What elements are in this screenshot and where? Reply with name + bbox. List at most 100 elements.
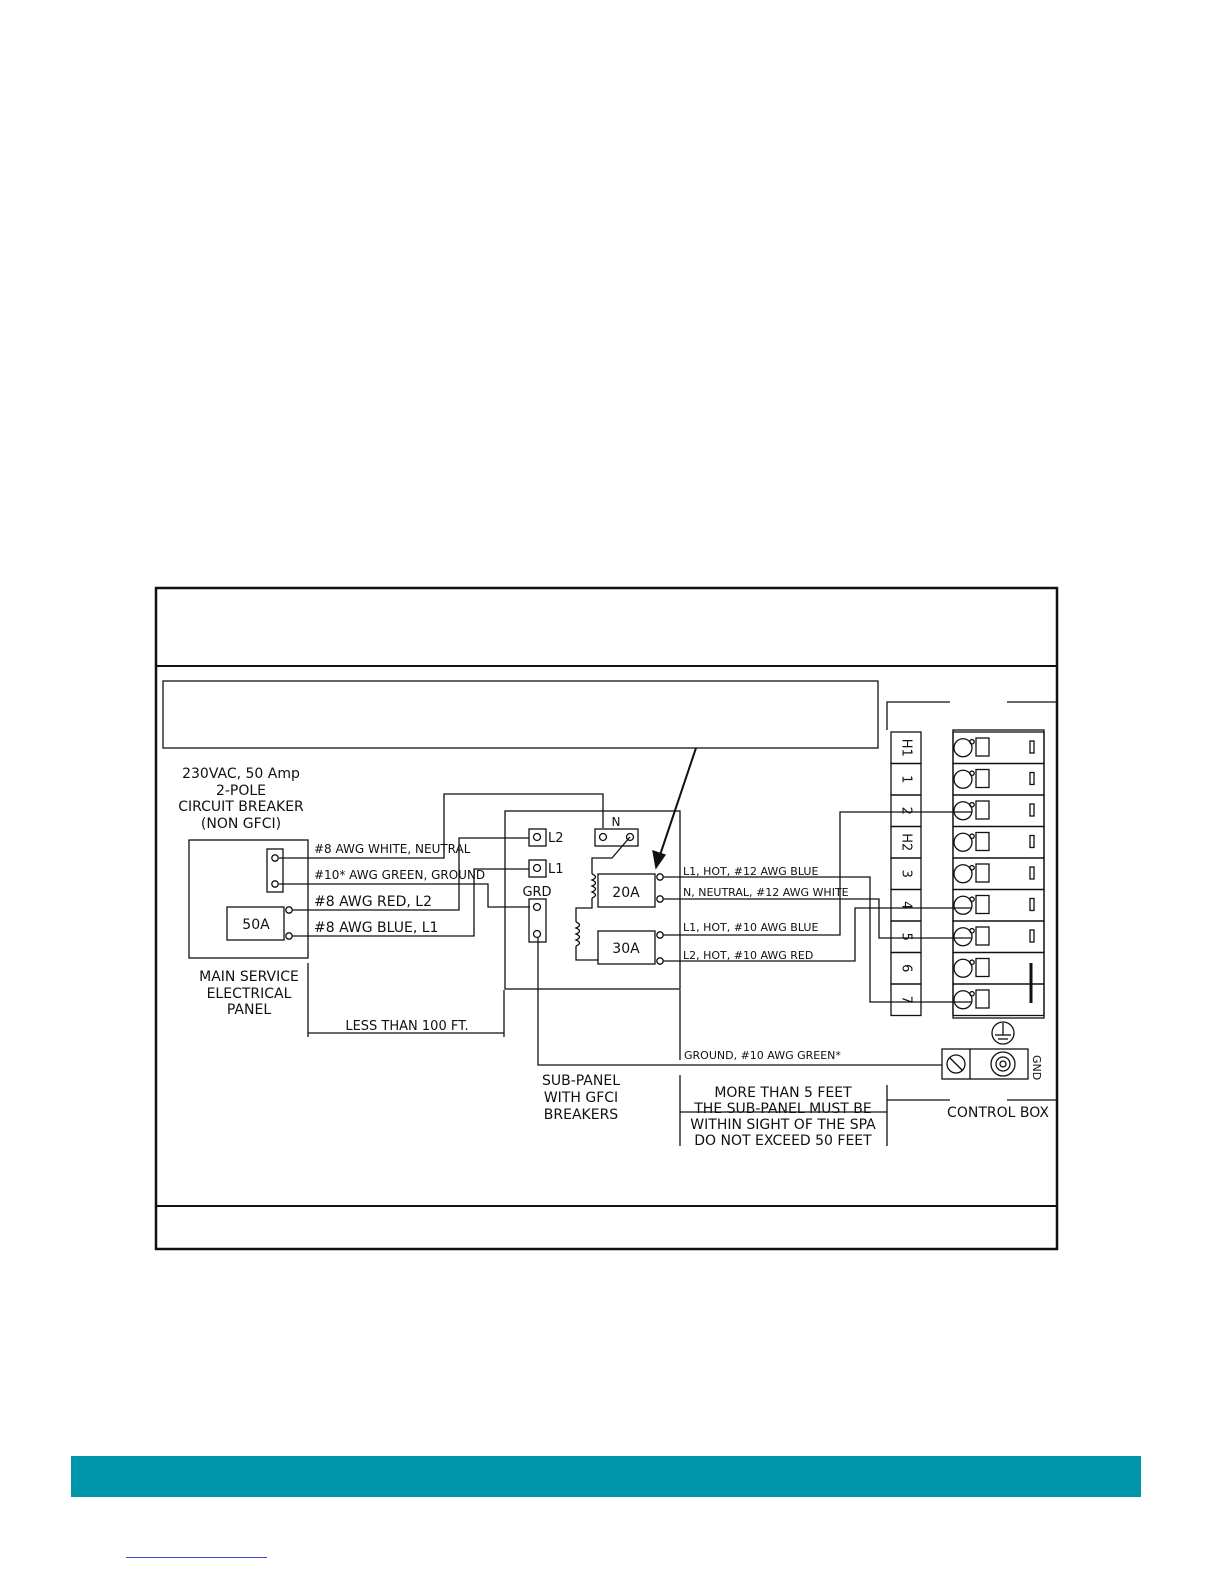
neutral-screw [625, 832, 635, 842]
main-breaker-label: 50A [242, 917, 270, 933]
note-line3: WITHIN SIGHT OF THE SPA [690, 1117, 876, 1133]
sub-panel-caption-line3: BREAKERS [544, 1107, 619, 1123]
relay-terminal-dot [969, 738, 975, 745]
terminal-block-label: 5 [899, 933, 914, 941]
control-box-label: CONTROL BOX [947, 1105, 1049, 1121]
sub-panel: L2 L1 GRD N 20A 30A SUB-PANEL WITH GFCI … [504, 810, 681, 1123]
relay-slot [1029, 834, 1035, 849]
breaker-screw [656, 873, 664, 881]
callout-arrow [658, 747, 697, 859]
breaker-screw [656, 957, 664, 965]
breaker-30a-box [597, 930, 656, 965]
bus-screw [271, 880, 279, 888]
breaker-screw [285, 932, 293, 940]
wire-l2-10awg-label: L2, HOT, #10 AWG RED [683, 949, 813, 962]
relay-terminal-dot [969, 990, 975, 997]
ground-lug-box [941, 1048, 1029, 1080]
distance-label: LESS THAN 100 FT. [345, 1019, 468, 1034]
relay-terminal-ring [953, 801, 973, 821]
relay-terminal-ring [953, 769, 973, 789]
breaker-20a-label: 20A [612, 885, 640, 901]
neutral-screw [598, 832, 608, 842]
relay-slot [1029, 929, 1035, 943]
relay-terminal-ring [953, 895, 973, 915]
neutral-ground-bus [266, 848, 284, 893]
breaker-30a-label: 30A [612, 941, 640, 957]
relay-terminal-dot [969, 801, 975, 808]
diagram-frame [154, 586, 1059, 1251]
l1-feed-wire [292, 868, 529, 937]
wire-l1-10awg [663, 811, 972, 936]
neutral-feed-label: #8 AWG WHITE, NEUTRAL [314, 842, 471, 856]
main-panel-box [188, 839, 309, 959]
terminal-screw [532, 832, 542, 842]
main-panel-caption-line1: MAIN SERVICE [199, 969, 299, 985]
bus-screw [271, 854, 279, 862]
terminal-block-label: 3 [899, 870, 914, 878]
terminal-block-label: 2 [899, 807, 914, 815]
breaker-20a-box [597, 873, 656, 908]
relay-slot [1029, 740, 1035, 754]
l2-feed-wire [292, 837, 529, 911]
terminal-n-label: N [612, 815, 621, 829]
output-wires: L1, HOT, #12 AWG BLUE N, NEUTRAL, #12 AW… [537, 811, 972, 1066]
ground-lug-ring [990, 1051, 1016, 1077]
neutral-feed-wire [279, 793, 604, 859]
main-panel-spec-line4: (NON GFCI) [201, 816, 281, 832]
main-panel-spec-line1: 230VAC, 50 Amp [182, 766, 300, 782]
wire-l1-10awg-label: L1, HOT, #10 AWG BLUE [683, 921, 818, 934]
wire-l1-12awg-label: L1, HOT, #12 AWG BLUE [683, 865, 818, 878]
footer-bar [71, 1456, 1141, 1497]
relay-slot [1029, 771, 1035, 786]
relay-terminal-dot [969, 864, 975, 871]
feed-wires: #8 AWG WHITE, NEUTRAL #10* AWG GREEN, GR… [279, 793, 604, 937]
breaker-screw [285, 906, 293, 914]
breaker-30-coil [574, 921, 581, 947]
terminal-block-label: 1 [899, 775, 914, 783]
terminal-block-cell [890, 983, 922, 1017]
main-panel-caption-line3: PANEL [227, 1002, 271, 1018]
sub-panel-caption-line2: WITH GFCI [544, 1090, 618, 1106]
terminal-l2 [528, 828, 547, 847]
l2-feed-label: #8 AWG RED, L2 [314, 894, 432, 910]
sub-panel-caption-line1: SUB-PANEL [542, 1073, 620, 1089]
breaker-screw [656, 895, 664, 903]
ground-symbol-icon [991, 1021, 1015, 1045]
terminal-block-label: 7 [899, 996, 914, 1004]
sub-panel-box [504, 810, 681, 990]
relay-terminal-dot [969, 833, 975, 840]
ground-feed-wire [279, 883, 530, 908]
relay-terminal-ring [953, 832, 973, 852]
main-panel-caption-line2: ELECTRICAL [207, 986, 292, 1002]
terminal-screw [532, 863, 542, 873]
ground-screw [532, 929, 542, 939]
control-box-outline [886, 701, 950, 730]
relay-slot [1029, 897, 1035, 912]
ground-lug-ring [995, 1056, 1011, 1072]
footer-link-underline[interactable] [126, 1557, 267, 1558]
relay-terminal-dot [969, 959, 975, 966]
callout-box [162, 680, 879, 749]
relay-column-frame [952, 729, 1045, 1019]
distance-dimension: LESS THAN 100 FT. [307, 963, 505, 1037]
relay-terminal-dot [969, 927, 975, 934]
wire-n-12awg-label: N, NEUTRAL, #12 AWG WHITE [683, 886, 849, 899]
main-service-panel: 230VAC, 50 Amp 2-POLE CIRCUIT BREAKER (N… [178, 766, 309, 1018]
terminal-l1-label: L1 [548, 862, 564, 877]
terminal-block-label: 6 [899, 964, 914, 972]
ground-lug-screw-slot [949, 1057, 963, 1071]
breaker-20-coil [590, 873, 597, 899]
main-panel-spec-line3: CIRCUIT BREAKER [178, 799, 304, 815]
relay-terminal-clamp [975, 863, 990, 883]
relay-terminal-clamp [975, 737, 990, 757]
breaker-30-tail [575, 946, 598, 961]
relay-slot [1029, 866, 1035, 880]
relay-terminal-ring [953, 927, 973, 947]
relay-terminal-clamp [975, 800, 990, 820]
relay-terminal-ring [953, 738, 973, 758]
wire-ground-label: GROUND, #10 AWG GREEN* [684, 1049, 841, 1062]
ground-bar [528, 898, 547, 943]
relay-terminal-dot [969, 770, 975, 777]
terminal-block-label: 4 [899, 901, 914, 909]
